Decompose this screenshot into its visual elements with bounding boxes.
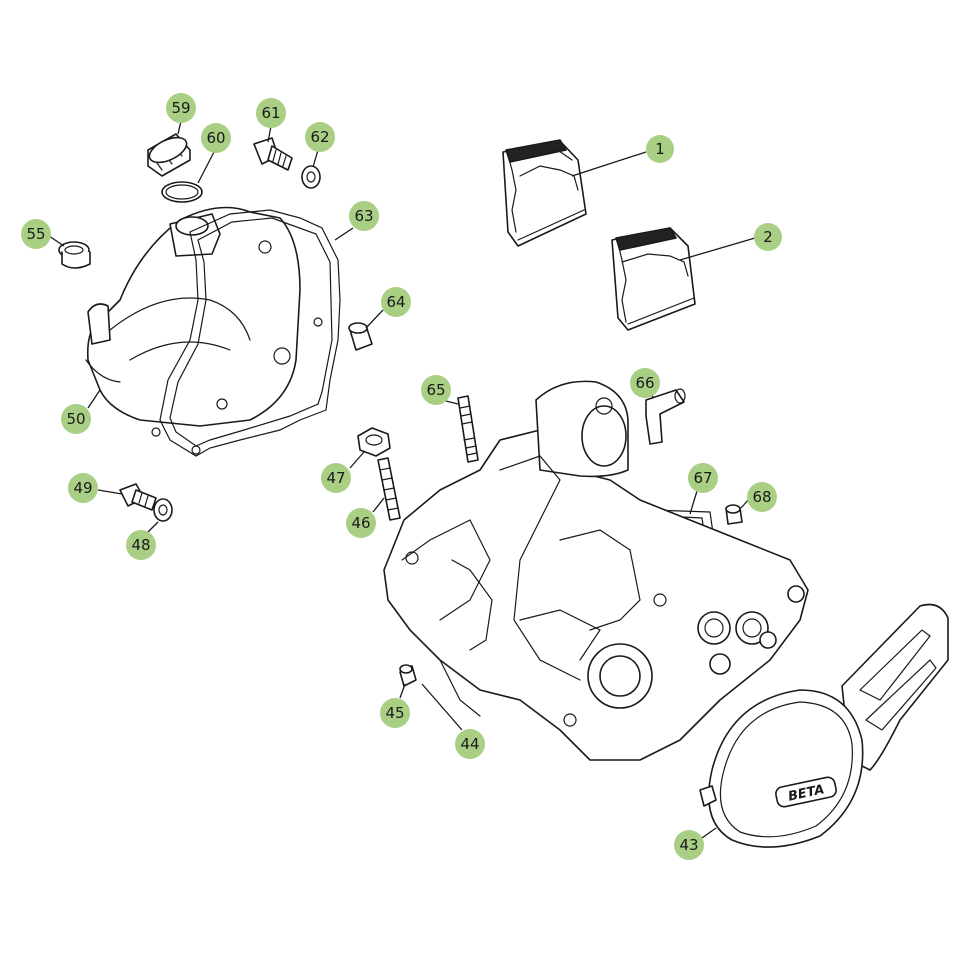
oil-filler-cap	[147, 133, 191, 177]
o-ring-60	[161, 181, 203, 203]
callout-61: 61	[256, 98, 286, 128]
svg-text:48: 48	[131, 536, 150, 554]
callout-47: 47	[321, 463, 351, 493]
svg-text:55: 55	[26, 225, 45, 243]
svg-text:63: 63	[354, 207, 373, 225]
washer-48	[153, 498, 173, 522]
reed-petal-2	[611, 227, 696, 331]
svg-text:50: 50	[66, 410, 85, 428]
ignition-cover: BETA	[699, 603, 949, 848]
callout-68: 68	[747, 482, 777, 512]
crankcase	[383, 380, 809, 761]
cover-gasket-63	[151, 209, 341, 457]
svg-text:59: 59	[171, 99, 190, 117]
svg-text:2: 2	[763, 228, 773, 246]
breather-fitting-66	[645, 388, 686, 445]
clutch-cover	[85, 206, 301, 427]
drain-screw-49	[119, 483, 157, 511]
svg-text:1: 1	[655, 140, 665, 158]
svg-text:46: 46	[351, 514, 370, 532]
svg-text:44: 44	[460, 735, 479, 753]
callout-48: 48	[126, 530, 156, 560]
callout-46: 46	[346, 508, 376, 538]
svg-text:66: 66	[635, 374, 654, 392]
callout-63: 63	[349, 201, 379, 231]
svg-text:64: 64	[386, 293, 405, 311]
callout-50: 50	[61, 404, 91, 434]
washer-62	[301, 165, 321, 189]
callout-64: 64	[381, 287, 411, 317]
callout-67: 67	[688, 463, 718, 493]
bush-64	[348, 322, 373, 351]
callout-65: 65	[421, 375, 451, 405]
callout-43: 43	[674, 830, 704, 860]
svg-text:45: 45	[385, 704, 404, 722]
nut-47	[357, 427, 391, 457]
stud-46	[377, 457, 401, 521]
callout-44: 44	[455, 729, 485, 759]
svg-text:61: 61	[261, 104, 280, 122]
callout-1: 1	[646, 135, 674, 163]
callout-66: 66	[630, 368, 660, 398]
svg-text:62: 62	[310, 128, 329, 146]
callout-60: 60	[201, 123, 231, 153]
bush-68	[725, 504, 743, 525]
svg-text:65: 65	[426, 381, 445, 399]
plug-55	[58, 241, 91, 269]
callout-45: 45	[380, 698, 410, 728]
stud-65	[457, 395, 479, 463]
reed-petal-1	[502, 139, 587, 247]
screw-61	[253, 137, 293, 171]
dowel-bush-45	[399, 664, 417, 687]
svg-text:43: 43	[679, 836, 698, 854]
beta-logo: BETA	[787, 782, 826, 804]
callout-62: 62	[305, 122, 335, 152]
svg-text:67: 67	[693, 469, 712, 487]
svg-text:47: 47	[326, 469, 345, 487]
callout-49: 49	[68, 473, 98, 503]
callout-59: 59	[166, 93, 196, 123]
svg-text:60: 60	[206, 129, 225, 147]
callout-2: 2	[754, 223, 782, 251]
svg-text:49: 49	[73, 479, 92, 497]
callout-55: 55	[21, 219, 51, 249]
svg-text:68: 68	[752, 488, 771, 506]
